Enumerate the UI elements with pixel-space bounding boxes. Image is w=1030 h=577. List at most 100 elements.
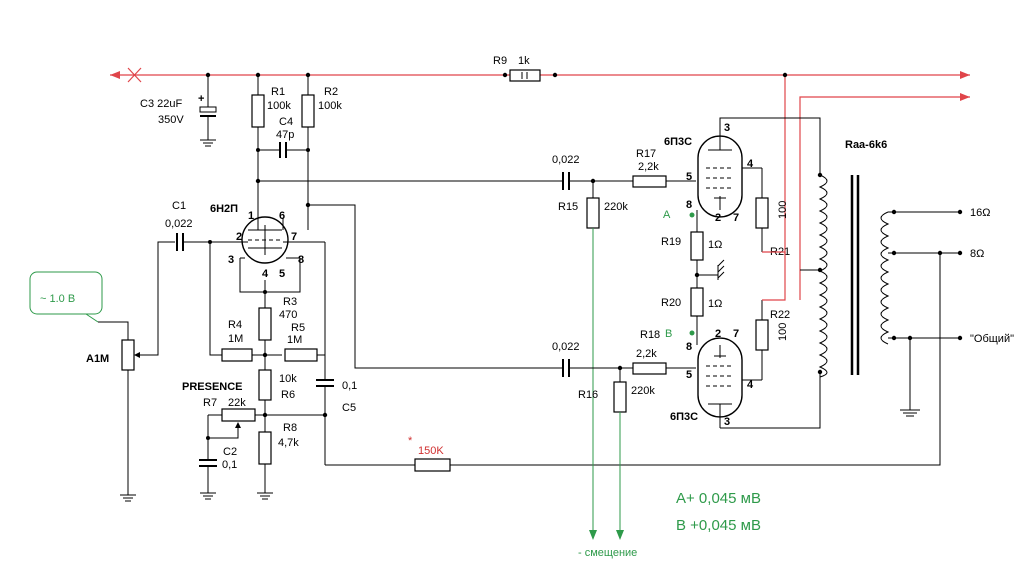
svg-text:R3: R3 bbox=[283, 296, 297, 308]
r8-resistor: R8 4,7k bbox=[257, 422, 299, 500]
r2-resistor: R2 100k bbox=[301, 75, 342, 230]
transformer-label: Raa-6k6 bbox=[845, 139, 887, 151]
svg-text:6: 6 bbox=[279, 210, 285, 222]
svg-text:R9: R9 bbox=[493, 55, 507, 67]
r9-resistor: R9 1k bbox=[493, 55, 541, 82]
svg-text:1Ω: 1Ω bbox=[708, 239, 722, 251]
volume-pot-label: A1M bbox=[86, 353, 109, 365]
svg-text:7: 7 bbox=[291, 231, 297, 243]
svg-text:0,022: 0,022 bbox=[552, 341, 580, 353]
svg-text:0,1: 0,1 bbox=[222, 459, 237, 471]
tap-16ohm: 16Ω bbox=[970, 207, 990, 219]
svg-text:0,1: 0,1 bbox=[342, 380, 357, 392]
svg-text:R19: R19 bbox=[661, 236, 681, 248]
c3-capacitor: + C3 22uF 350V bbox=[140, 75, 217, 147]
svg-text:R15: R15 bbox=[558, 201, 578, 213]
svg-text:R4: R4 bbox=[228, 319, 242, 331]
r17-resistor: R17 2,2k bbox=[632, 148, 696, 188]
svg-text:2: 2 bbox=[715, 328, 721, 340]
r21-resistor: 100 R21 bbox=[755, 168, 790, 258]
supply-rail-screen bbox=[784, 75, 970, 300]
svg-text:+: + bbox=[198, 93, 204, 105]
svg-text:4: 4 bbox=[262, 268, 269, 280]
r7-presence-pot: PRESENCE R7 22k bbox=[182, 381, 325, 439]
input-level-text: ~ 1.0 В bbox=[40, 293, 75, 305]
svg-text:220k: 220k bbox=[604, 201, 628, 213]
svg-text:4,7k: 4,7k bbox=[278, 437, 299, 449]
svg-text:R6: R6 bbox=[281, 389, 295, 401]
input-level-box: ~ 1.0 В bbox=[29, 271, 103, 323]
r20-resistor: R20 1Ω bbox=[661, 287, 722, 345]
svg-text:1Ω: 1Ω bbox=[708, 298, 722, 310]
svg-text:100: 100 bbox=[777, 201, 789, 219]
svg-text:C2: C2 bbox=[223, 446, 237, 458]
svg-text:1k: 1k bbox=[518, 55, 530, 67]
svg-text:R16: R16 bbox=[578, 389, 598, 401]
svg-text:1M: 1M bbox=[228, 333, 243, 345]
svg-text:8: 8 bbox=[686, 199, 692, 211]
tap-common: "Общий" bbox=[970, 333, 1014, 345]
svg-text:7: 7 bbox=[733, 212, 739, 224]
c4-capacitor: C4 47p bbox=[256, 116, 310, 158]
svg-text:100: 100 bbox=[777, 323, 789, 341]
svg-text:10k: 10k bbox=[279, 373, 297, 385]
r22-resistor: 100 R22 bbox=[755, 300, 790, 380]
svg-text:3: 3 bbox=[724, 416, 730, 428]
preamp-tube: 6Н2П 1 6 2 7 3 4 5 8 bbox=[210, 203, 325, 280]
svg-text:*: * bbox=[408, 435, 413, 447]
tap-8ohm: 8Ω bbox=[970, 248, 984, 260]
c3-value: 350V bbox=[158, 114, 184, 126]
svg-text:5: 5 bbox=[279, 268, 285, 280]
svg-text:220k: 220k bbox=[631, 385, 655, 397]
r16-resistor: R16 220k bbox=[578, 368, 655, 540]
svg-text:4: 4 bbox=[747, 379, 754, 391]
svg-text:3: 3 bbox=[228, 254, 234, 266]
svg-text:1M: 1M bbox=[287, 334, 302, 346]
c4-value: 47p bbox=[276, 129, 294, 141]
svg-text:3: 3 bbox=[724, 122, 730, 134]
test-point-a: A bbox=[663, 209, 671, 221]
svg-text:4: 4 bbox=[747, 158, 754, 170]
svg-text:R20: R20 bbox=[661, 297, 681, 309]
c2-capacitor: C2 0,1 bbox=[199, 438, 237, 500]
svg-text:0,022: 0,022 bbox=[552, 154, 580, 166]
c1-value: 0,022 bbox=[165, 218, 193, 230]
svg-text:5: 5 bbox=[686, 171, 692, 183]
r1-value: 100k bbox=[267, 100, 291, 112]
measurement-a: А+ 0,045 мВ bbox=[676, 490, 761, 507]
c5-capacitor: 0,1 C5 bbox=[316, 355, 357, 465]
preamp-tube-label: 6Н2П bbox=[210, 203, 238, 215]
r18-resistor: R18 2,2k bbox=[632, 329, 696, 375]
svg-text:R22: R22 bbox=[770, 309, 790, 321]
svg-text:R7: R7 bbox=[203, 397, 217, 409]
svg-text:2: 2 bbox=[236, 231, 242, 243]
c1-label: C1 bbox=[172, 200, 186, 212]
svg-text:8: 8 bbox=[298, 254, 304, 266]
test-point-b: B bbox=[665, 328, 672, 340]
r2-label: R2 bbox=[324, 86, 338, 98]
feedback-resistor: * 150K bbox=[325, 253, 941, 472]
svg-text:R17: R17 bbox=[636, 148, 656, 160]
c3-label: C3 22uF bbox=[140, 98, 182, 110]
r5-resistor: R5 1M bbox=[284, 322, 318, 362]
measurement-b: В +0,045 мВ bbox=[676, 517, 761, 534]
c4-label: C4 bbox=[279, 116, 293, 128]
output-tube-top-label: 6П3С bbox=[664, 136, 692, 148]
svg-text:2: 2 bbox=[715, 212, 721, 224]
svg-text:8: 8 bbox=[686, 341, 692, 353]
r2-value: 100k bbox=[318, 100, 342, 112]
svg-text:2,2k: 2,2k bbox=[636, 348, 657, 360]
bias-label: - смещение bbox=[578, 547, 637, 559]
svg-text:1: 1 bbox=[248, 210, 254, 222]
svg-text:R18: R18 bbox=[640, 329, 660, 341]
svg-text:7: 7 bbox=[733, 328, 739, 340]
output-tube-bottom: 2 7 8 5 4 3 6П3С bbox=[670, 328, 821, 429]
r1-label: R1 bbox=[271, 86, 285, 98]
r15-resistor: R15 220k bbox=[558, 181, 628, 540]
coupling-cap-bottom: 0,022 bbox=[552, 341, 633, 377]
svg-text:C5: C5 bbox=[342, 402, 356, 414]
volume-pot: A1M bbox=[86, 241, 175, 502]
presence-label: PRESENCE bbox=[182, 381, 243, 393]
svg-text:2,2k: 2,2k bbox=[638, 161, 659, 173]
